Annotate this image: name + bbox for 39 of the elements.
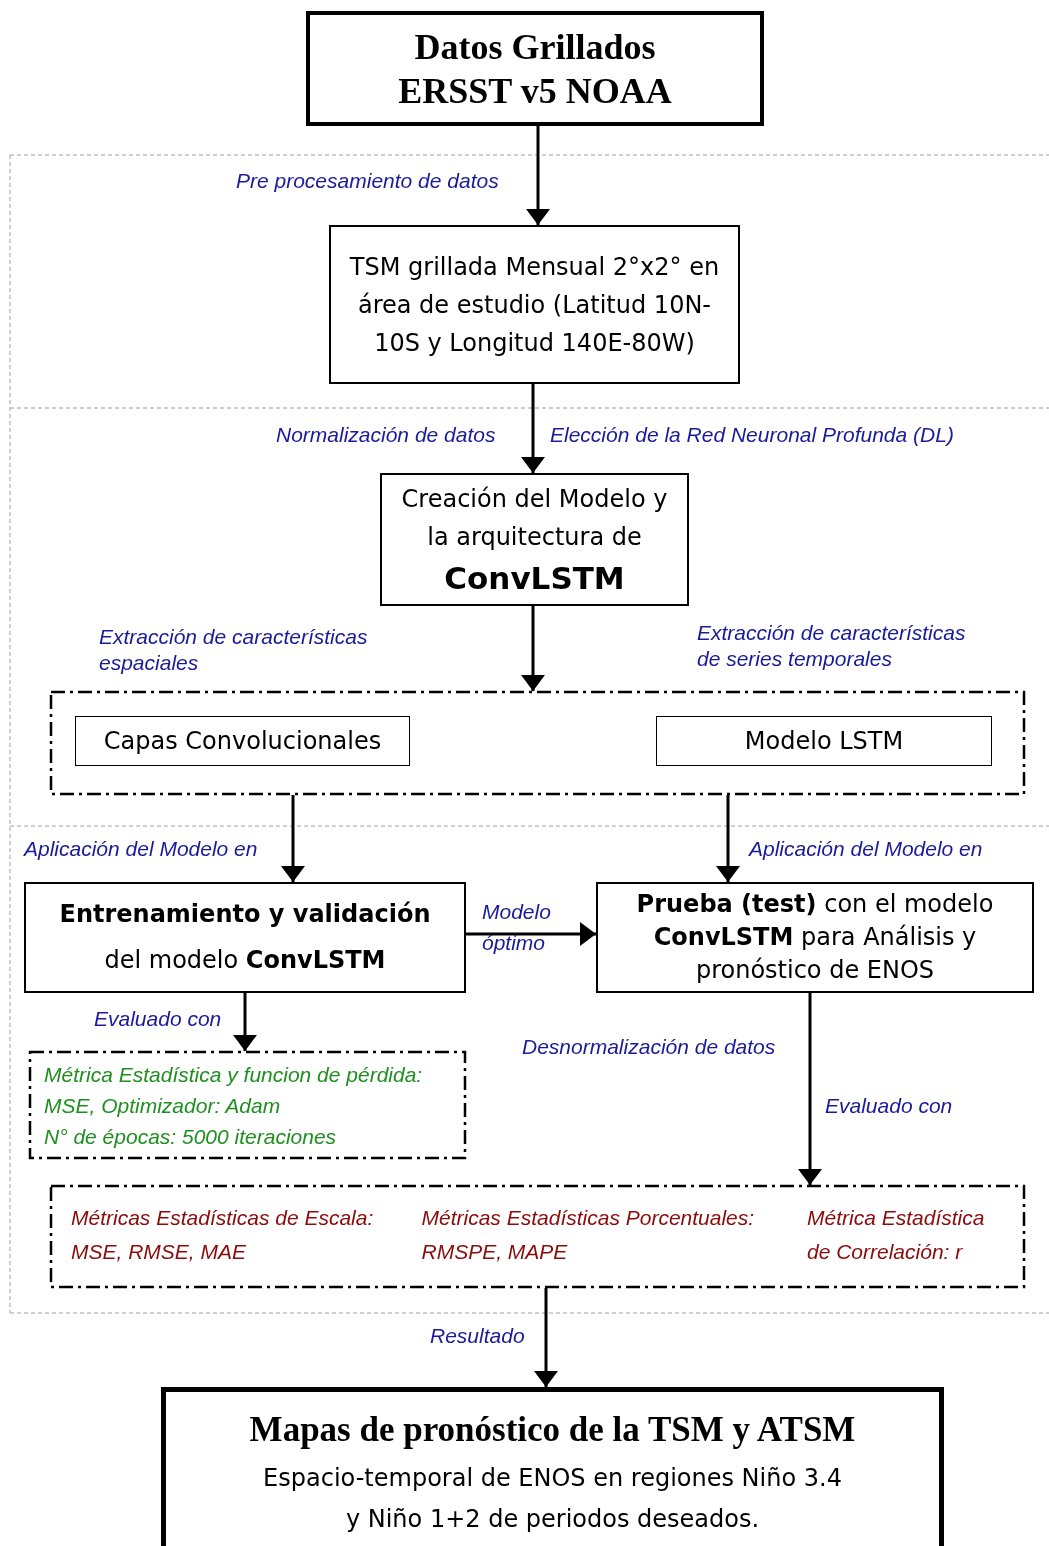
node-text: MSE, Optimizador: Adam: [44, 1092, 281, 1119]
node-text: Modelo LSTM: [744, 726, 904, 757]
process-box: [329, 225, 740, 384]
node-text: TSM grillada Mensual 2°x2° en área de estudio (Latitud 10N-10S y Longitud 140E-80W): [348, 251, 721, 359]
source-box: [306, 11, 764, 126]
node-text: N° de épocas: 5000 iteraciones: [44, 1123, 337, 1150]
process-box: [656, 716, 992, 766]
process-box: [24, 882, 466, 993]
arrow: [466, 922, 596, 946]
node-text: del modelo ConvLSTM: [104, 944, 386, 976]
process-box: [380, 473, 689, 606]
arrow: [534, 1288, 558, 1387]
node-text: Métricas Estadísticas Porcentuales: RMSPE, MAPE: [421, 1205, 756, 1265]
node-text: Capas Convolucionales: [103, 726, 382, 757]
body-text: Espacio-temporal de ENOS en regiones Niño 3.4 y Niño 1+2 de periodos deseados.: [262, 1463, 843, 1535]
arrow: [798, 993, 822, 1185]
arrow: [233, 993, 257, 1051]
arrow: [281, 795, 305, 882]
process-box: [75, 716, 410, 766]
node-text: Métrica Estadística y funcion de pérdida:: [44, 1061, 423, 1088]
heading-text: Datos Grillados ERSST v5 NOAA: [397, 25, 673, 113]
annotation-text: Extracción de características de series temporales: [697, 620, 967, 672]
edge-label: Modelo óptimo: [482, 899, 552, 956]
node-text: Métricas Estadísticas de Escala: MSE, RMSE, MAE: [71, 1205, 375, 1265]
node-text: ConvLSTM: [444, 558, 625, 598]
node-text: Métrica Estadística de Correlación: r: [807, 1205, 986, 1265]
metrics-box: [50, 1185, 1025, 1288]
annotation-text: Extracción de características espaciales: [99, 624, 369, 676]
result-box: [161, 1387, 944, 1546]
node-text: Creación del Modelo y la arquitectura de: [400, 483, 669, 553]
arrow: [526, 126, 550, 225]
process-box: [596, 882, 1034, 993]
node-text: Prueba (test) con el modelo ConvLSTM para Análisis y pronóstico de ENOS: [635, 889, 995, 986]
node-text: Entrenamiento y validación: [59, 898, 431, 930]
arrow: [716, 795, 740, 882]
arrow: [521, 606, 545, 691]
metrics-box: [29, 1051, 466, 1159]
arrow: [521, 384, 545, 473]
heading-text: Mapas de pronóstico de la TSM y ATSM: [249, 1409, 856, 1451]
